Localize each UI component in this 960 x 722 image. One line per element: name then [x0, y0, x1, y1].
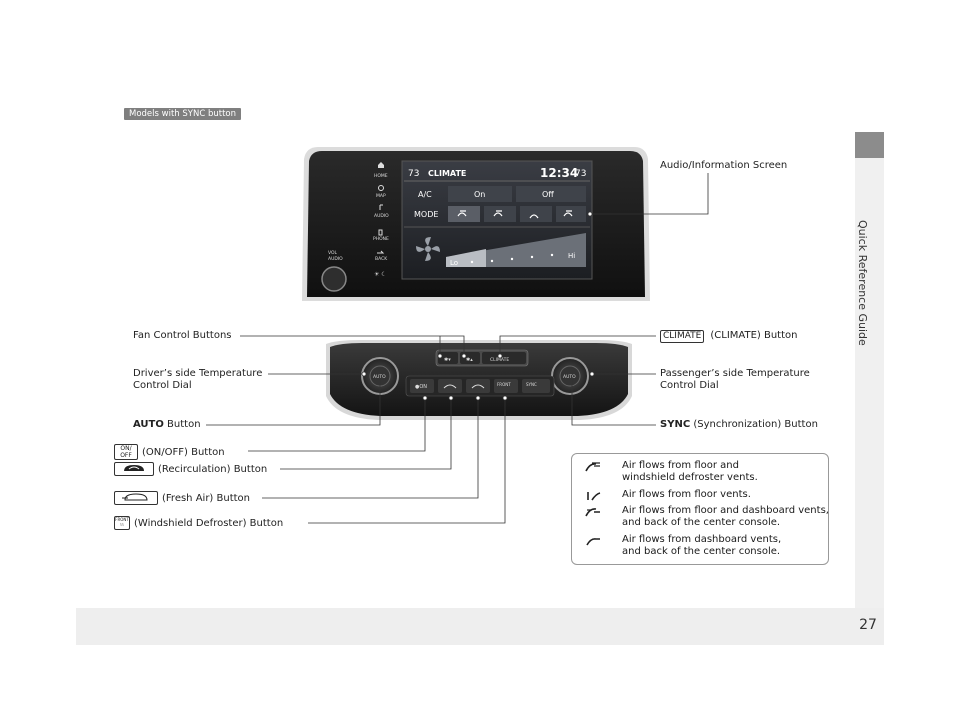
screen-clock: 12:34	[540, 166, 578, 180]
vol-label: VOL	[328, 250, 338, 256]
svg-text:✱▴: ✱▴	[466, 357, 473, 363]
passenger-dial-line-1: Passenger’s side Temperature	[660, 368, 810, 379]
driver-dial-label: Driver’s side Temperature Control Dial	[133, 368, 262, 392]
passenger-auto-key: AUTO	[563, 374, 576, 380]
legend-text: windshield defroster vents.	[622, 472, 758, 483]
climate-panel-button[interactable]	[482, 352, 526, 364]
driver-dial-line-2: Control Dial	[133, 380, 192, 391]
legend-text: Air flows from floor and	[622, 460, 739, 471]
page-number: 27	[859, 617, 877, 633]
dashboard-vent-icon	[586, 538, 600, 546]
phone-button[interactable]: PHONE	[373, 236, 389, 242]
fan-down-button[interactable]	[438, 352, 458, 364]
screen-mode-label: MODE	[414, 210, 438, 219]
recirculation-icon	[114, 462, 154, 476]
floor-vent-icon	[587, 492, 601, 501]
auto-bold: AUTO	[133, 419, 164, 430]
legend-text: Air flows from floor vents.	[622, 489, 751, 500]
defrost-panel-button[interactable]	[494, 379, 518, 393]
legend-text: Air flows from dashboard vents,	[622, 534, 782, 545]
defroster-button-label: FRONT⌇⌇ (Windshield Defroster) Button	[114, 516, 283, 530]
screen-ac-on[interactable]	[448, 186, 512, 202]
legend-text: Air flows from floor and dashboard vents…	[622, 505, 829, 516]
side-strip	[855, 158, 884, 608]
mode-button-3[interactable]	[520, 206, 552, 222]
floor-and-dashboard-icon	[585, 508, 600, 517]
side-tab	[855, 132, 884, 158]
auto-button-label: AUTO Button	[133, 419, 201, 431]
climate-key-icon: CLIMATE	[660, 330, 705, 343]
climate-panel-key: CLIMATE	[490, 357, 509, 363]
brightness-icon[interactable]: ☀ ☾	[374, 271, 387, 278]
legend-text: and back of the center console.	[622, 546, 781, 557]
side-buttons: HOME MAP AUDIO PHONE BACK	[373, 173, 389, 262]
onoff-panel-button[interactable]	[410, 379, 434, 393]
fan-buttons-label: Fan Control Buttons	[133, 330, 232, 341]
fan-icon	[416, 237, 440, 261]
onoff-icon: ON/OFF	[114, 444, 138, 460]
screen-temp-left: 73	[408, 169, 419, 179]
recirc-button-label: (Recirculation) Button	[114, 462, 267, 476]
screen-ac-off[interactable]	[516, 186, 586, 202]
onoff-text: (ON/OFF) Button	[142, 447, 225, 458]
floor-and-windshield-icon	[585, 462, 600, 472]
model-badge: Models with SYNC button	[124, 108, 242, 120]
screen-temp-right: 73	[575, 169, 586, 179]
climate-button-text: (CLIMATE) Button	[710, 330, 798, 341]
screen-off-label: Off	[542, 190, 554, 199]
front-defroster-icon: FRONT⌇⌇	[114, 516, 130, 530]
audio-button[interactable]: AUDIO	[374, 213, 389, 219]
front-key: FRONT	[497, 382, 511, 387]
recirc-text: (Recirculation) Button	[158, 464, 268, 475]
passenger-dial-label: Passenger’s side Temperature Control Dia…	[660, 368, 810, 392]
audio-power-label: AUDIO	[328, 256, 343, 262]
audio-screen-label: Audio/Information Screen	[660, 160, 788, 171]
svg-text:✱▾: ✱▾	[444, 357, 451, 363]
fan-lo-label: Lo	[450, 259, 458, 267]
volume-knob[interactable]	[321, 266, 347, 292]
sync-key: SYNC	[526, 382, 537, 387]
onoff-button-label: ON/OFF (ON/OFF) Button	[114, 444, 225, 460]
screen-title: CLIMATE	[428, 169, 466, 178]
svg-text:●ON: ●ON	[415, 384, 427, 390]
driver-dial-line-1: Driver’s side Temperature	[133, 368, 263, 379]
passenger-dial-line-2: Control Dial	[660, 380, 719, 391]
legend-text: and back of the center console.	[622, 517, 781, 528]
fresh-air-text: (Fresh Air) Button	[162, 493, 251, 504]
map-button[interactable]: MAP	[376, 193, 386, 199]
defrost-text: (Windshield Defroster) Button	[134, 518, 284, 529]
fresh-panel-button[interactable]	[466, 379, 490, 393]
climate-button-label: CLIMATE (CLIMATE) Button	[660, 330, 797, 343]
driver-auto-key: AUTO	[373, 374, 386, 380]
sync-bold: SYNC	[660, 419, 691, 430]
recirc-panel-button[interactable]	[438, 379, 462, 393]
fresh-air-button-label: (Fresh Air) Button	[114, 491, 250, 505]
auto-rest: Button	[163, 419, 201, 430]
fan-hi-label: Hi	[568, 252, 575, 260]
screen-ac-label: A/C	[418, 190, 432, 199]
audio-unit-illustration: 73 CLIMATE 12:34 73 A/C On Off MODE Lo H…	[302, 147, 650, 301]
climate-panel-illustration: ✱▾ ✱▴ CLIMATE AUTO AUTO ●ON FRONT SYNC	[326, 340, 632, 420]
back-button[interactable]: BACK	[375, 256, 388, 262]
sync-panel-button[interactable]	[522, 379, 550, 393]
sync-button-label: SYNC (Synchronization) Button	[660, 419, 818, 431]
home-button[interactable]: HOME	[374, 173, 388, 179]
sync-rest: (Synchronization) Button	[690, 419, 818, 430]
fresh-air-icon	[114, 491, 158, 505]
footer-band	[76, 608, 884, 645]
screen-on-label: On	[474, 190, 485, 199]
